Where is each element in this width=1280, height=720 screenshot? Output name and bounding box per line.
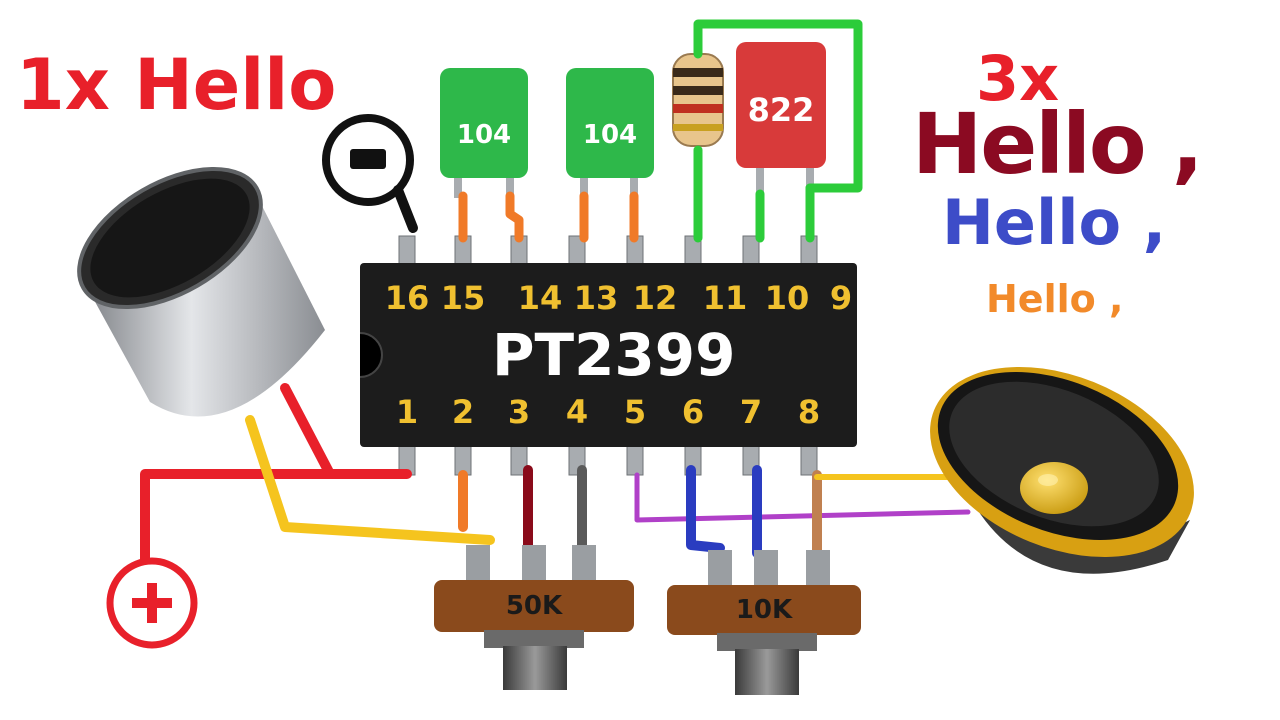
echo-hello-large: Hello , (912, 95, 1204, 193)
echo-hello-small: Hello , (986, 277, 1124, 321)
plus-symbol (106, 557, 198, 649)
ic-top-pins (398, 235, 818, 267)
pin-label-5: 5 (623, 393, 647, 431)
pin-label-1: 1 (395, 393, 419, 431)
ic-body (360, 263, 857, 447)
ic-label: PT2399 (492, 321, 736, 389)
echo-hello-medium: Hello , (942, 186, 1167, 259)
capacitor-label-822: 822 (747, 91, 815, 129)
capacitor-label-104-a: 104 (456, 120, 512, 150)
capacitor-label-104-b: 104 (582, 120, 638, 150)
pin-label-13: 13 (573, 279, 619, 317)
potentiometer-label-50k: 50K (505, 591, 563, 621)
capacitor-104-b (566, 68, 654, 198)
pin-label-7: 7 (739, 393, 763, 431)
title-3x: 3x (976, 42, 1060, 115)
bottom-wires (140, 383, 971, 570)
pin-label-8: 8 (797, 393, 821, 431)
pin-label-9: 9 (829, 279, 853, 317)
pin-label-12: 12 (632, 279, 678, 317)
top-wires (458, 19, 863, 243)
pin-label-16: 16 (384, 279, 430, 317)
pin-label-10: 10 (764, 279, 810, 317)
pin-label-2: 2 (451, 393, 475, 431)
pin-label-15: 15 (440, 279, 486, 317)
speaker (930, 366, 1194, 574)
microphone (77, 166, 325, 417)
title-1x-hello: 1x Hello (16, 44, 337, 126)
capacitor-104-a (440, 68, 528, 198)
capacitor-822 (736, 42, 826, 194)
pin-label-4: 4 (565, 393, 589, 431)
potentiometer-10k (667, 550, 861, 695)
resistor (672, 53, 724, 147)
potentiometer-50k (434, 545, 634, 690)
pin-label-11: 11 (702, 279, 748, 317)
pin-label-14: 14 (517, 279, 563, 317)
pin-label-6: 6 (681, 393, 705, 431)
potentiometer-label-10k: 10K (735, 595, 793, 625)
pin-label-3: 3 (507, 393, 531, 431)
minus-symbol (322, 114, 418, 233)
ic-notch (359, 332, 383, 378)
